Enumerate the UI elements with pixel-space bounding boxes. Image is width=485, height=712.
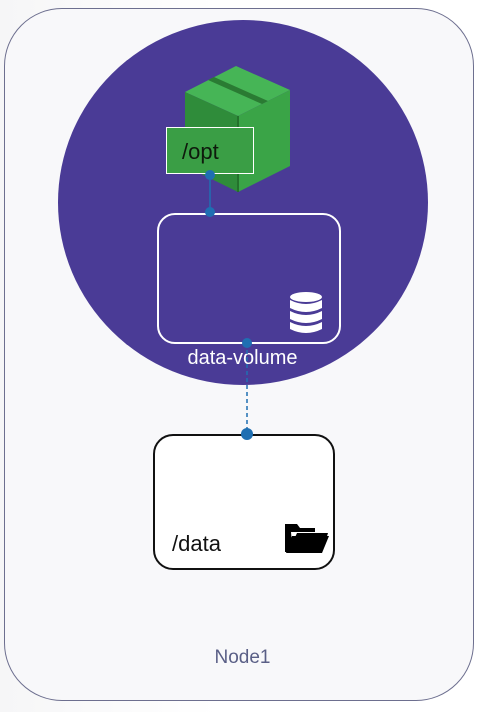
container-path-label: /opt bbox=[182, 139, 219, 164]
node-label: Node1 bbox=[214, 647, 271, 668]
host-path-label: /data bbox=[172, 531, 221, 556]
connector-dot bbox=[242, 338, 252, 348]
connector-dot bbox=[205, 170, 215, 180]
volume-name-label: data-volume bbox=[187, 347, 298, 369]
connector-dot bbox=[241, 428, 253, 440]
connector-dot bbox=[205, 207, 215, 217]
